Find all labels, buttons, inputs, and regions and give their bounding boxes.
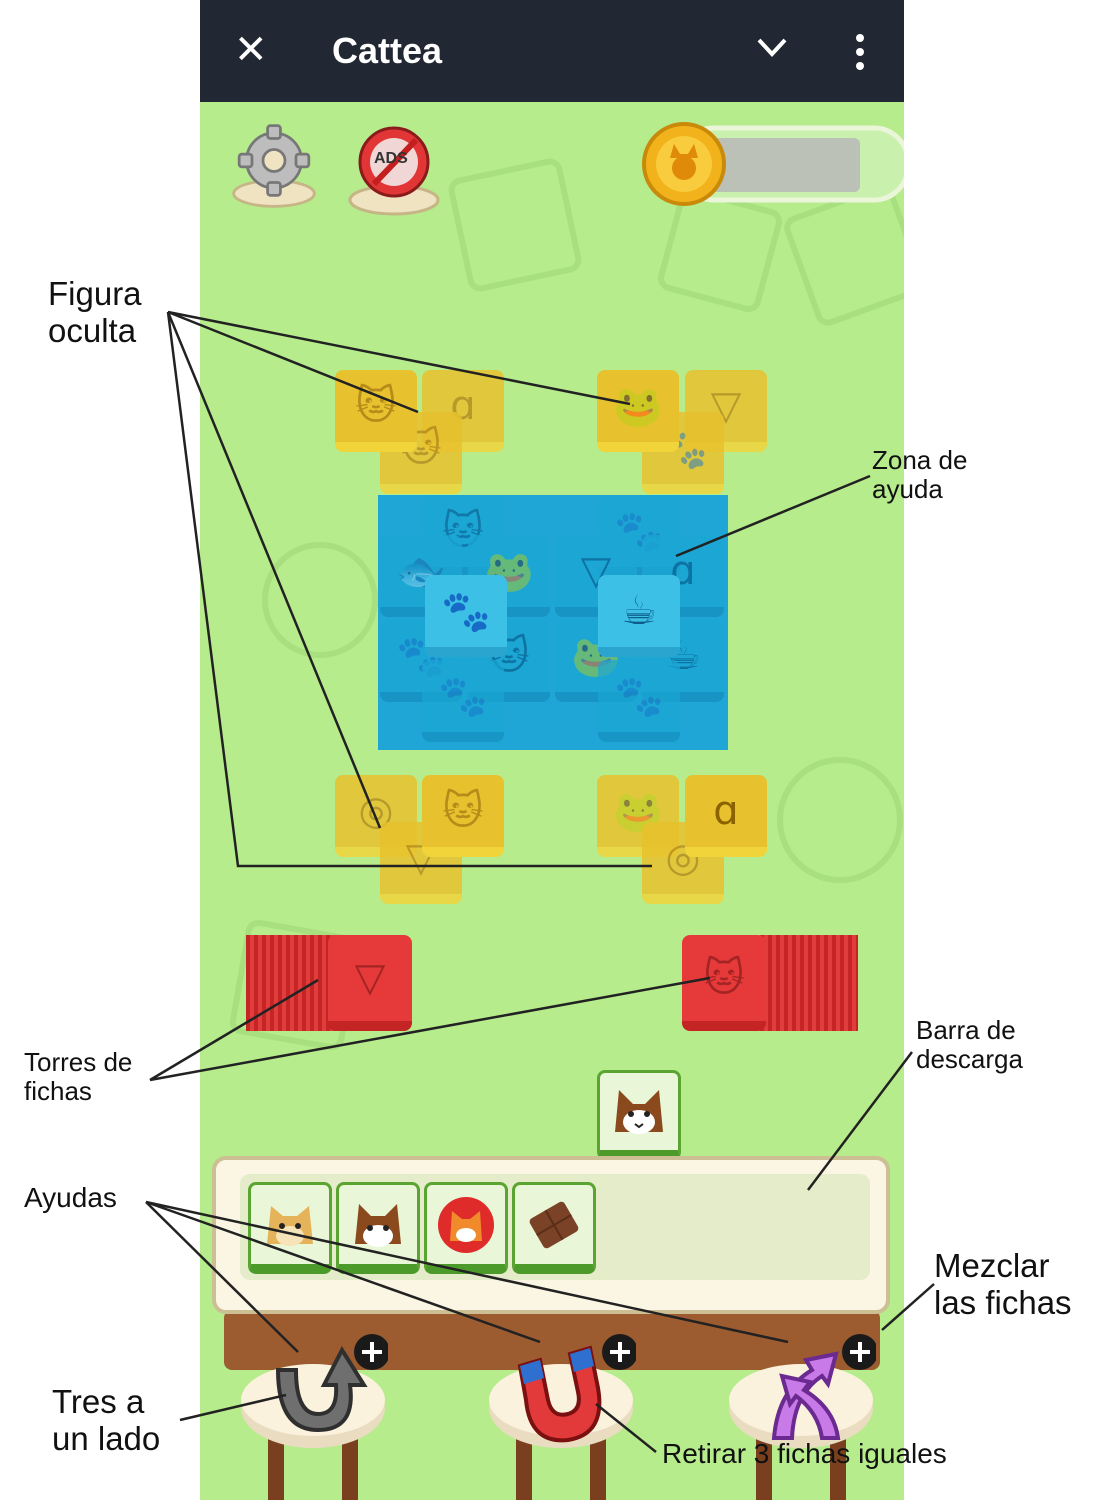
game-screen: ✕ Cattea ADS — [200, 0, 904, 1500]
tray-tile-shiba — [424, 1182, 508, 1274]
tile-cat-floating[interactable] — [597, 1070, 681, 1160]
cat-icon — [615, 1089, 663, 1134]
tile-paw[interactable]: 🐾 — [425, 575, 507, 657]
tile-tower-left[interactable]: ▽ — [328, 935, 412, 1031]
tile-cat[interactable]: 🐱 — [335, 370, 417, 452]
label-three-aside: Tres a un lado — [52, 1383, 161, 1457]
cat-icon — [355, 1203, 401, 1247]
plus-icon — [842, 1334, 876, 1370]
app-title-bar: ✕ Cattea — [200, 0, 904, 102]
plus-icon — [602, 1334, 636, 1370]
more-vertical-icon[interactable] — [850, 34, 870, 70]
gear-icon — [237, 124, 311, 197]
tray-tile-doge — [248, 1182, 332, 1274]
no-ads-label: ADS — [374, 150, 408, 167]
coin-counter — [642, 122, 904, 206]
tray-tile-chocolate — [512, 1182, 596, 1274]
tile-hidden: 🐾 — [422, 660, 504, 742]
download-bar — [212, 1156, 890, 1314]
undo-arrow-icon — [275, 1345, 368, 1433]
close-icon[interactable]: ✕ — [234, 27, 268, 73]
tile-coffee[interactable]: ☕ — [598, 575, 680, 657]
magnet-button[interactable] — [486, 1320, 636, 1500]
tile-tower-right-stack — [760, 935, 858, 1031]
shuffle-button[interactable] — [726, 1320, 876, 1500]
cat-coin-icon — [642, 122, 726, 206]
tray-tile-cat — [336, 1182, 420, 1274]
tile-coin[interactable]: ɑ — [685, 775, 767, 857]
doge-icon — [267, 1205, 313, 1246]
app-title: Cattea — [332, 30, 443, 71]
settings-button[interactable] — [230, 122, 318, 210]
tile-hidden: 🐾 — [598, 660, 680, 742]
chocolate-icon — [529, 1201, 579, 1248]
tile-frog[interactable]: 🐸 — [597, 370, 679, 452]
no-ads-button[interactable]: ADS — [346, 122, 442, 218]
chevron-down-icon[interactable] — [755, 28, 789, 68]
magnet-icon — [517, 1345, 602, 1443]
label-hidden-figure: Figura oculta — [48, 275, 142, 349]
label-helps: Ayudas — [24, 1182, 117, 1213]
label-remove-three: Retirar 3 fichas iguales — [662, 1438, 947, 1469]
tile-tower-right[interactable]: 🐱 — [682, 935, 766, 1031]
shuffle-arrows-icon — [771, 1351, 841, 1440]
three-aside-button[interactable] — [238, 1320, 388, 1500]
label-tile-towers: Torres de fichas — [24, 1047, 133, 1107]
tile-cat[interactable]: 🐱 — [422, 775, 504, 857]
no-ads-icon — [348, 126, 440, 216]
plus-icon — [354, 1334, 388, 1370]
shiba-icon — [438, 1196, 494, 1253]
label-download-bar: Barra de descarga — [916, 1015, 1023, 1075]
label-shuffle: Mezclar las fichas — [934, 1247, 1072, 1321]
label-help-zone: Zona de ayuda — [872, 445, 968, 505]
